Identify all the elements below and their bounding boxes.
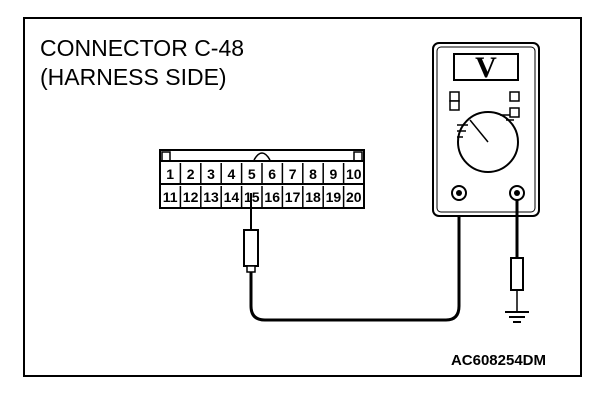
test-probe (243, 193, 259, 273)
pin-6: 6 (268, 166, 276, 182)
pin-19: 19 (326, 189, 342, 205)
ground-icon (505, 311, 529, 323)
connector-title: CONNECTOR C-48 (40, 35, 244, 61)
pin-17: 17 (285, 189, 301, 205)
pin-11: 11 (163, 189, 178, 205)
pin-12: 12 (183, 189, 199, 205)
pin-13: 13 (203, 189, 219, 205)
pin-18: 18 (305, 189, 321, 205)
pin-16: 16 (264, 189, 280, 205)
connector-pin-grid: 1234567891011121314151617181920 (163, 163, 362, 207)
pin-14: 14 (224, 189, 240, 205)
diagram-frame (23, 17, 582, 377)
pin-3: 3 (207, 166, 215, 182)
test-lead-positive (249, 195, 461, 322)
test-lead-ground (510, 200, 524, 312)
meter-display-label: V (475, 51, 497, 84)
meter-display (453, 53, 519, 81)
pin-8: 8 (309, 166, 317, 182)
pin-4: 4 (228, 166, 236, 182)
figure-code: AC608254DM (451, 352, 546, 369)
pin-2: 2 (187, 166, 195, 182)
voltmeter: V (432, 42, 540, 217)
pin-10: 10 (346, 166, 362, 182)
pin-20: 20 (346, 189, 362, 205)
connector-subtitle: (HARNESS SIDE) (40, 64, 227, 90)
pin-7: 7 (289, 166, 297, 182)
pin-9: 9 (330, 166, 338, 182)
connector-c48: 1234567891011121314151617181920 (159, 149, 365, 209)
pin-1: 1 (166, 166, 174, 182)
pin-5: 5 (248, 166, 256, 182)
